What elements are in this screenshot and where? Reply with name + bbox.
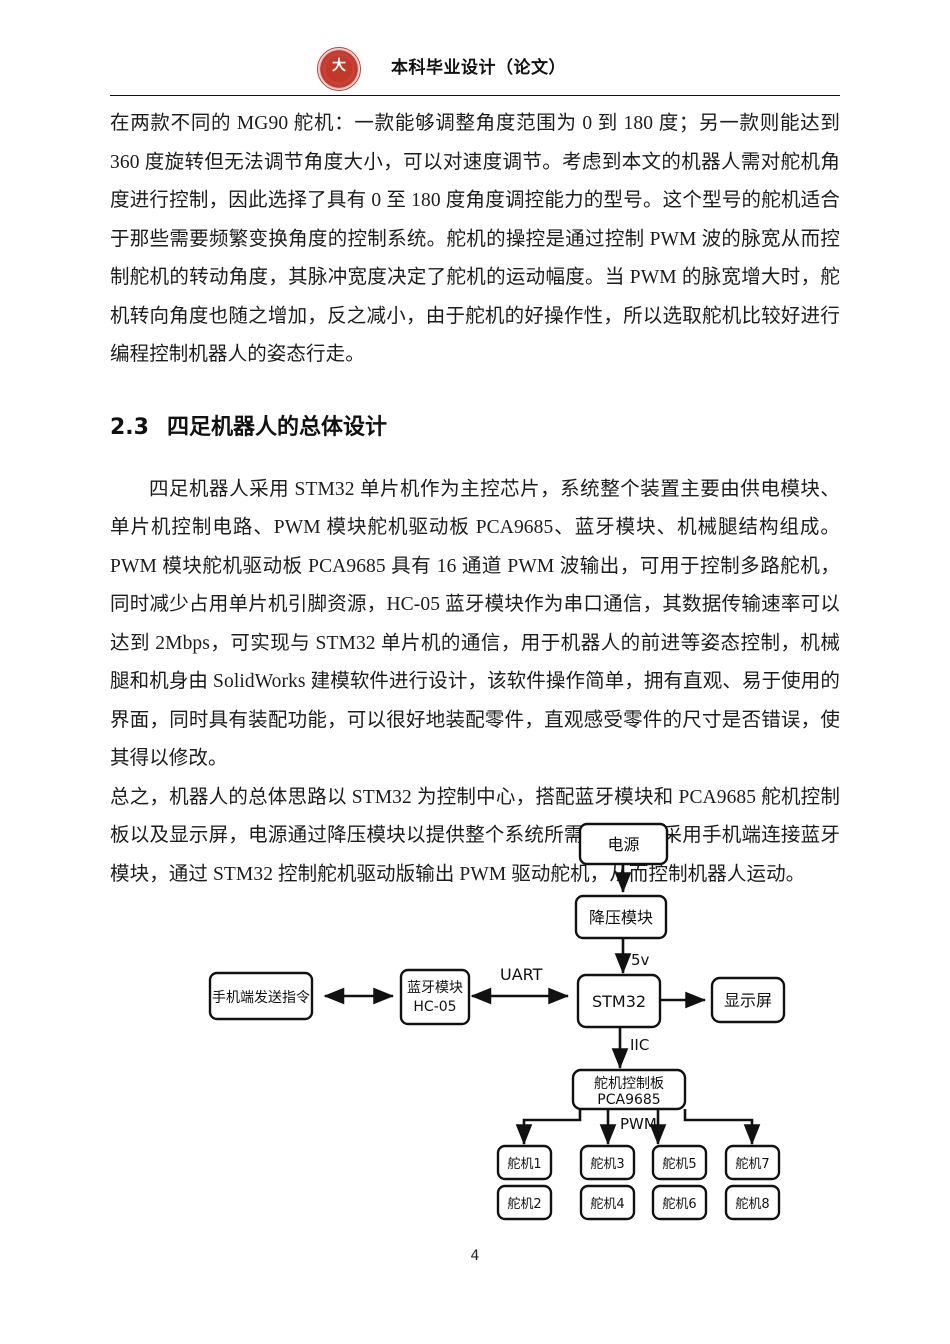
diagram-node-servo-board-label-1: 舵机控制板 — [594, 1076, 664, 1092]
diagram-node-servo-5-label: 舵机5 — [662, 1157, 696, 1172]
diagram-node-servo-4-label: 舵机4 — [590, 1197, 624, 1212]
diagram-node-servo-2: 舵机2 — [496, 1184, 553, 1221]
page-header: 大 本科毕业设计（论文） — [110, 47, 840, 96]
diagram-node-servo-1: 舵机1 — [496, 1144, 553, 1181]
paragraph-servo-selection: 在两款不同的 MG90 舵机：一款能够调整角度范围为 0 到 180 度；另一款… — [110, 113, 840, 365]
header-divider — [110, 95, 840, 96]
diagram-node-servo-6: 舵机6 — [651, 1184, 708, 1221]
diagram-node-bluetooth: 蓝牙模块 HC-05 — [399, 968, 471, 1026]
diagram-node-display: 显示屏 — [710, 976, 786, 1024]
section-number: 2.3 — [110, 414, 149, 440]
edge-board-to-servo-7 — [683, 1109, 761, 1146]
university-seal-icon: 大 — [317, 47, 361, 91]
diagram-node-servo-8-label: 舵机8 — [735, 1197, 769, 1212]
header-title: 本科毕业设计（论文） — [385, 53, 572, 78]
diagram-node-buck: 降压模块 — [574, 894, 668, 940]
edge-board-to-servo-1 — [515, 1109, 582, 1146]
diagram-node-servo-1-label: 舵机1 — [507, 1157, 541, 1172]
diagram-node-servo-4: 舵机4 — [579, 1184, 636, 1221]
diagram-node-servo-board-label-2: PCA9685 — [597, 1092, 660, 1108]
document-body: 在两款不同的 MG90 舵机：一款能够调整角度范围为 0 到 180 度；另一款… — [110, 105, 840, 894]
section-heading-2-3: 2.3 四足机器人的总体设计 — [110, 415, 840, 441]
diagram-node-mcu: STM32 — [576, 973, 662, 1029]
diagram-node-display-label: 显示屏 — [724, 991, 772, 1010]
seal-inner-disc — [325, 55, 353, 83]
diagram-node-bluetooth-label-2: HC-05 — [413, 999, 456, 1015]
diagram-node-power: 电源 — [578, 822, 669, 866]
diagram-node-servo-8: 舵机8 — [724, 1184, 781, 1221]
diagram-node-buck-label: 降压模块 — [589, 908, 653, 927]
diagram-node-servo-5: 舵机5 — [651, 1144, 708, 1181]
system-block-diagram: 电源 降压模块 5v 手机端发送指令 蓝牙模块 HC-05 UART — [180, 820, 840, 1240]
paragraph-overall-design: 四足机器人采用 STM32 单片机作为主控芯片，系统整个装置主要由供电模块、单片… — [110, 478, 840, 770]
diagram-node-phone-label: 手机端发送指令 — [212, 990, 310, 1006]
diagram-node-servo-7: 舵机7 — [724, 1144, 781, 1181]
diagram-edge-label-uart: UART — [500, 965, 543, 984]
diagram-node-phone: 手机端发送指令 — [208, 971, 314, 1021]
diagram-edge-label-pwm: PWM — [620, 1115, 657, 1133]
diagram-node-servo-3-label: 舵机3 — [590, 1157, 624, 1172]
diagram-node-mcu-label: STM32 — [592, 992, 646, 1011]
spacer-before-heading — [110, 375, 840, 415]
diagram-node-bluetooth-label-1: 蓝牙模块 — [407, 980, 463, 996]
diagram-node-servo-6-label: 舵机6 — [662, 1197, 696, 1212]
diagram-edge-label-iic: IIC — [630, 1036, 649, 1054]
section-title: 四足机器人的总体设计 — [166, 414, 387, 440]
diagram-node-servo-2-label: 舵机2 — [507, 1197, 541, 1212]
diagram-node-servo-board: 舵机控制板 PCA9685 — [571, 1068, 687, 1111]
seal-glyph: 大 — [332, 59, 346, 75]
diagram-node-servo-7-label: 舵机7 — [735, 1157, 769, 1172]
spacer-after-heading — [110, 441, 840, 471]
diagram-edge-label-voltage: 5v — [631, 951, 650, 969]
diagram-node-power-label: 电源 — [607, 835, 639, 854]
page-number: 4 — [470, 1248, 480, 1264]
diagram-node-servo-3: 舵机3 — [579, 1144, 636, 1181]
